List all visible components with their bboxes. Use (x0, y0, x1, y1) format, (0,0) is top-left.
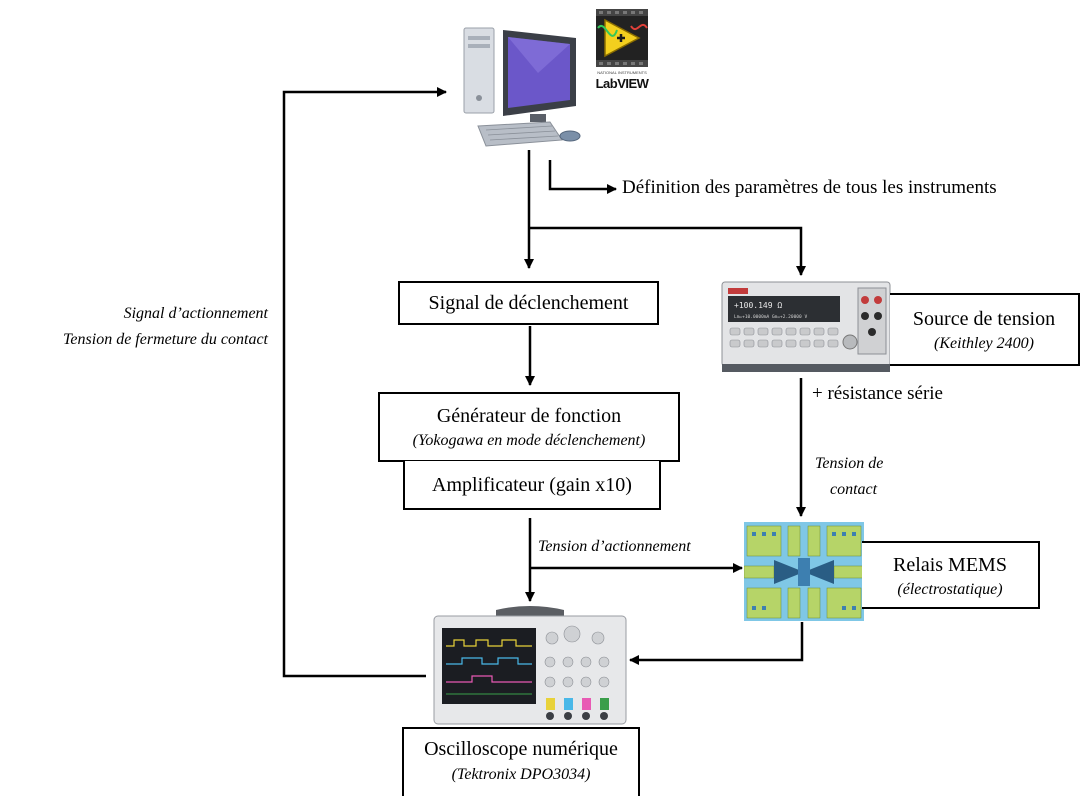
oscilloscope-icon (433, 606, 627, 725)
labview-logo: NATIONAL INSTRUMENTS LabVIEW (592, 6, 652, 94)
scope-subtitle: (Tektronix DPO3034) (451, 766, 591, 783)
generator-box: Générateur de fonction (Yokogawa en mode… (378, 392, 680, 462)
wire-parameters (548, 160, 617, 194)
parameters-label: Définition des paramètres de tous les in… (622, 177, 997, 198)
mems-relay-image (744, 522, 864, 621)
wire-relay-to-scope (629, 622, 804, 665)
relay-title: Relais MEMS (893, 554, 1007, 576)
actuation-voltage-label: Tension d’actionnement (538, 538, 691, 555)
series-resistance-label: + résistance série (812, 383, 943, 404)
keithley-display-main: +100.149 Ω (734, 301, 782, 310)
feedback-label-line1: Signal d’actionnement (123, 305, 268, 322)
trigger-box: Signal de déclenchement (398, 281, 659, 325)
scope-box: Oscilloscope numérique (Tektronix DPO303… (402, 727, 640, 796)
contact-voltage-label-line1: Tension de (815, 455, 884, 472)
generator-subtitle: (Yokogawa en mode déclenchement) (412, 432, 646, 449)
source-title: Source de tension (912, 308, 1056, 330)
labview-text: LabVIEW (595, 76, 649, 91)
labview-maker: NATIONAL INSTRUMENTS (597, 70, 647, 75)
scope-title: Oscilloscope numérique (424, 738, 618, 760)
labview-icon (596, 9, 648, 67)
generator-title: Générateur de fonction (436, 405, 622, 427)
wire-feedback-loop (282, 87, 447, 678)
keithley-display-sub: Lm=+10.0000mA Gm=+2.20000 V (734, 314, 807, 320)
trigger-title: Signal de déclenchement (428, 292, 629, 314)
amplifier-box: Amplificateur (gain x10) (403, 461, 661, 510)
feedback-label-line2: Tension de fermeture du contact (62, 331, 268, 348)
keithley-instrument-icon: +100.149 Ω Lm=+10.0000mA Gm=+2.20000 V (721, 281, 891, 372)
wire-split-to-source (529, 226, 806, 276)
contact-voltage-label-line2: contact (830, 481, 878, 498)
source-box: Source de tension (Keithley 2400) (890, 293, 1080, 366)
relay-box: Relais MEMS (électrostatique) (862, 541, 1040, 609)
amplifier-title: Amplificateur (gain x10) (432, 474, 632, 496)
relay-subtitle: (électrostatique) (897, 581, 1003, 598)
source-subtitle: (Keithley 2400) (934, 335, 1034, 352)
computer-icon (463, 27, 581, 147)
